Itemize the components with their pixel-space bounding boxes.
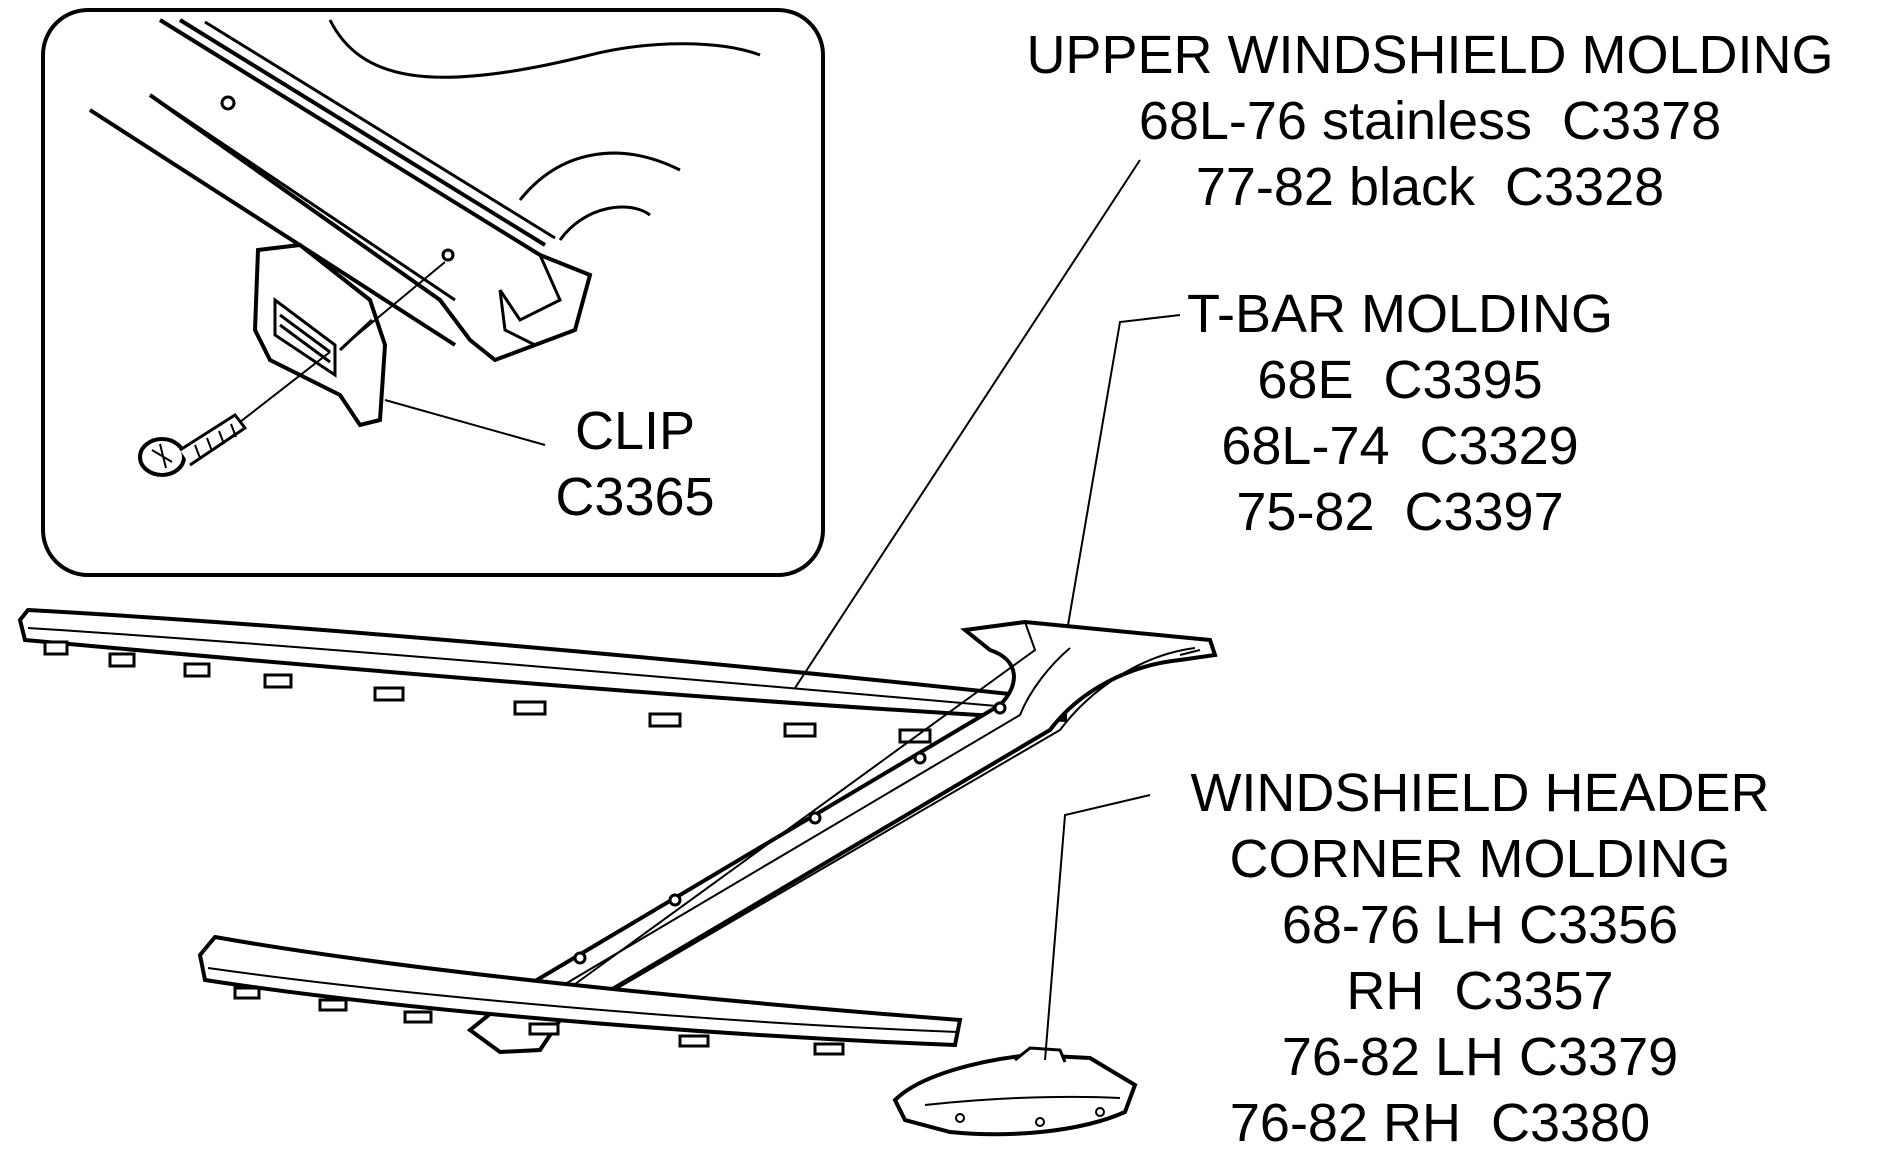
header-corner-molding-label: WINDSHIELD HEADER CORNER MOLDING 68-76 L… xyxy=(1150,760,1810,1156)
clip-label: CLIP C3365 xyxy=(505,398,765,530)
clip-part: C3365 xyxy=(555,467,715,527)
header-corner-title-1: WINDSHIELD HEADER xyxy=(1190,763,1770,823)
t-bar-molding-drawing xyxy=(466,619,1218,1055)
t-bar-part-75-82: 75-82 C3397 xyxy=(1236,482,1564,542)
t-bar-molding-label: T-BAR MOLDING 68E C3395 68L-74 C3329 75-… xyxy=(1150,281,1650,545)
upper-windshield-molding-drawing xyxy=(17,607,1067,748)
leader-lines xyxy=(794,159,1181,1061)
header-corner-part-rh: RH C3357 xyxy=(1346,961,1614,1021)
upper-windshield-molding-label: UPPER WINDSHIELD MOLDING 68L-76 stainles… xyxy=(985,22,1875,220)
clip-detail-inset xyxy=(41,8,825,577)
lower-windshield-trim-drawing xyxy=(197,934,963,1056)
upper-molding-part-black: 77-82 black C3328 xyxy=(1195,157,1665,217)
upper-molding-title: UPPER WINDSHIELD MOLDING xyxy=(1026,25,1834,85)
header-corner-part-76-82-rh: 76-82 RH C3380 xyxy=(1229,1093,1651,1153)
t-bar-part-68e: 68E C3395 xyxy=(1257,350,1543,410)
t-bar-part-68l-74: 68L-74 C3329 xyxy=(1221,416,1579,476)
t-bar-title: T-BAR MOLDING xyxy=(1186,284,1614,344)
header-corner-molding-drawing xyxy=(892,1046,1138,1137)
header-corner-part-76-82-lh: 76-82 LH C3379 xyxy=(1281,1027,1679,1087)
header-corner-title-2: CORNER MOLDING xyxy=(1229,829,1731,889)
upper-molding-part-stainless: 68L-76 stainless C3378 xyxy=(1138,91,1722,151)
header-corner-part-68-76-lh: 68-76 LH C3356 xyxy=(1281,895,1679,955)
clip-title: CLIP xyxy=(574,401,696,461)
